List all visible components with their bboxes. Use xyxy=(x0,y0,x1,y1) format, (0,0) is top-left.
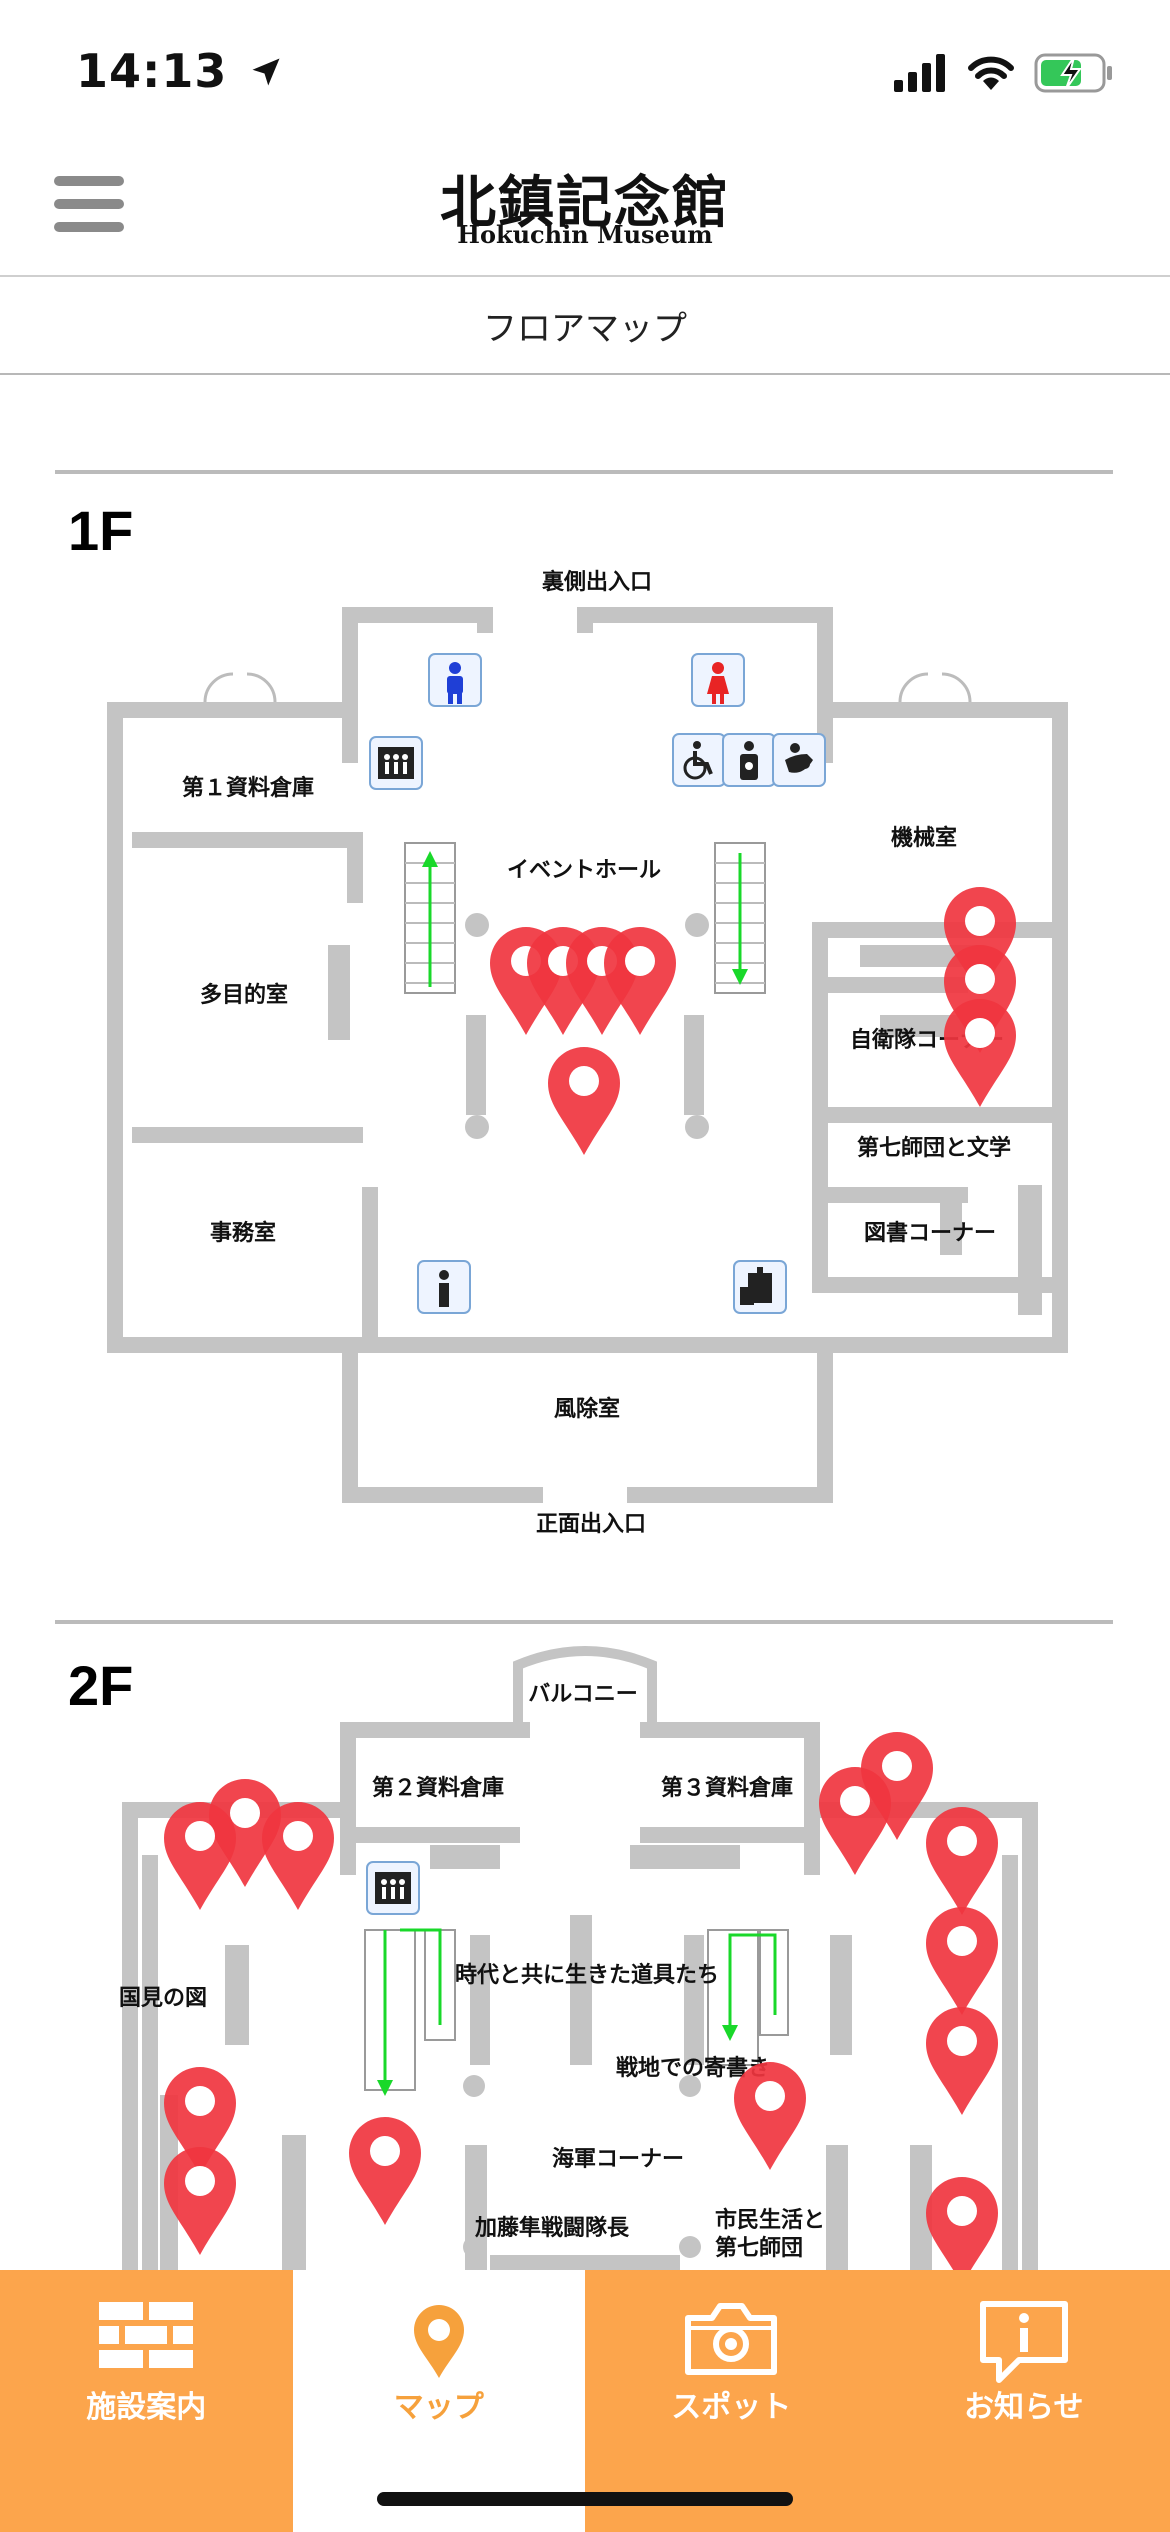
clock-text: 14:13 xyxy=(76,44,228,98)
room-label-storage3: 第３資料倉庫 xyxy=(661,1775,793,1800)
tab-label: 施設案内 xyxy=(86,2390,207,2425)
tab-label: スポット xyxy=(671,2390,792,2425)
battery-charging-icon xyxy=(1034,53,1112,93)
spot-pin[interactable] xyxy=(926,1907,998,2015)
spot-pin[interactable] xyxy=(164,1802,236,1910)
status-bar: 14:13 xyxy=(0,0,1170,140)
floor-plan-2f-walls xyxy=(122,1646,1038,2270)
cellular-signal-icon xyxy=(894,54,945,92)
location-arrow-icon xyxy=(252,58,280,86)
information-icon xyxy=(417,1260,471,1314)
staircase-up-1f xyxy=(404,842,456,994)
tab-label: マップ xyxy=(393,2390,484,2425)
room-label-kato: 加藤隼戦闘隊長 xyxy=(474,2215,630,2240)
coin-locker-icon xyxy=(733,1260,787,1314)
room-label-storage1: 第１資料倉庫 xyxy=(182,775,314,800)
wifi-icon xyxy=(968,56,1014,90)
status-time: 14:13 xyxy=(76,44,284,98)
room-label-machine-room: 機械室 xyxy=(891,825,957,850)
home-indicator[interactable] xyxy=(377,2492,793,2506)
spot-pin[interactable] xyxy=(926,2177,998,2270)
status-icons xyxy=(894,48,1114,98)
spot-pin[interactable] xyxy=(349,2117,421,2225)
spot-pin[interactable] xyxy=(926,2007,998,2115)
room-label-kunimi: 国見の図 xyxy=(119,1985,207,2010)
spot-pin[interactable] xyxy=(819,1767,891,1875)
wheelchair-icon xyxy=(672,733,726,787)
door-arcs-1f xyxy=(203,672,972,703)
map-pin-icon xyxy=(413,2304,464,2378)
menu-line xyxy=(54,222,124,232)
baby-changing-icon xyxy=(772,733,826,787)
tab-facility-info[interactable]: 施設案内 xyxy=(0,2270,293,2532)
room-label-library: 図書コーナー xyxy=(864,1220,996,1245)
hamburger-menu-button[interactable] xyxy=(54,176,124,236)
info-bubble-icon xyxy=(979,2301,1068,2383)
tab-map[interactable]: マップ xyxy=(292,2270,585,2532)
room-label-storage2: 第２資料倉庫 xyxy=(372,1775,504,1800)
room-label-citizen-2: 第七師団 xyxy=(715,2235,803,2260)
logo-title-en: Hokuchin Museum xyxy=(457,220,713,249)
male-restroom-icon xyxy=(428,653,482,707)
room-label-multipurpose: 多目的室 xyxy=(200,982,288,1007)
spot-pin[interactable] xyxy=(926,1807,998,1915)
page-title: フロアマップ xyxy=(483,309,687,349)
room-label-citizen-1: 市民生活と xyxy=(715,2207,825,2232)
ostomate-restroom-icon xyxy=(722,733,776,787)
tab-news[interactable]: お知らせ xyxy=(877,2270,1170,2532)
spot-pin[interactable] xyxy=(548,1047,620,1155)
label-backdrop xyxy=(848,1132,1018,1162)
spot-pin[interactable] xyxy=(262,1802,334,1910)
spot-pin[interactable] xyxy=(944,999,1016,1107)
floor-map: 1F xyxy=(55,470,1113,2270)
room-label-front-entrance: 正面出入口 xyxy=(536,1511,646,1536)
room-label-tools: 時代と共に生きた道具たち xyxy=(455,1962,719,1987)
room-label-event-hall: イベントホール xyxy=(507,857,661,882)
room-label-back-entrance: 裏側出入口 xyxy=(542,569,652,594)
room-label-windbreak: 風除室 xyxy=(554,1396,620,1421)
tab-label: お知らせ xyxy=(964,2390,1084,2425)
staircase-down-2f-right xyxy=(707,1929,789,2066)
menu-line xyxy=(54,199,124,209)
spot-pin[interactable] xyxy=(734,2062,806,2170)
app-header: 北鎮記念館 Hokuchin Museum xyxy=(0,140,1170,277)
staircase-down-1f xyxy=(714,842,766,994)
floor-map-scroll[interactable]: 1F xyxy=(0,375,1170,2270)
menu-line xyxy=(54,176,124,186)
floor-label-1f: 1F xyxy=(68,499,133,562)
elevator-icon-2f xyxy=(366,1861,420,1915)
room-label-office: 事務室 xyxy=(210,1220,276,1245)
brick-wall-icon xyxy=(99,2302,194,2368)
female-restroom-icon xyxy=(691,653,745,707)
page-title-bar: フロアマップ xyxy=(0,277,1170,375)
room-label-seventh-division: 第七師団と文学 xyxy=(857,1135,1011,1160)
floor-plan-2f-fixtures xyxy=(160,1845,932,2270)
spot-pin[interactable] xyxy=(604,927,676,1035)
room-label-balcony: バルコニー xyxy=(528,1681,638,1706)
room-label-navy: 海軍コーナー xyxy=(552,2146,684,2171)
tab-spot[interactable]: スポット xyxy=(585,2270,878,2532)
elevator-icon xyxy=(369,736,423,790)
camera-icon xyxy=(685,2303,778,2375)
floor-label-2f: 2F xyxy=(68,1654,133,1717)
bottom-tab-bar: 施設案内 マップ スポット お知らせ xyxy=(0,2270,1170,2532)
logo-title-jp: 北鎮記念館 xyxy=(440,170,730,236)
staircase-down-2f-left xyxy=(364,1928,456,2096)
